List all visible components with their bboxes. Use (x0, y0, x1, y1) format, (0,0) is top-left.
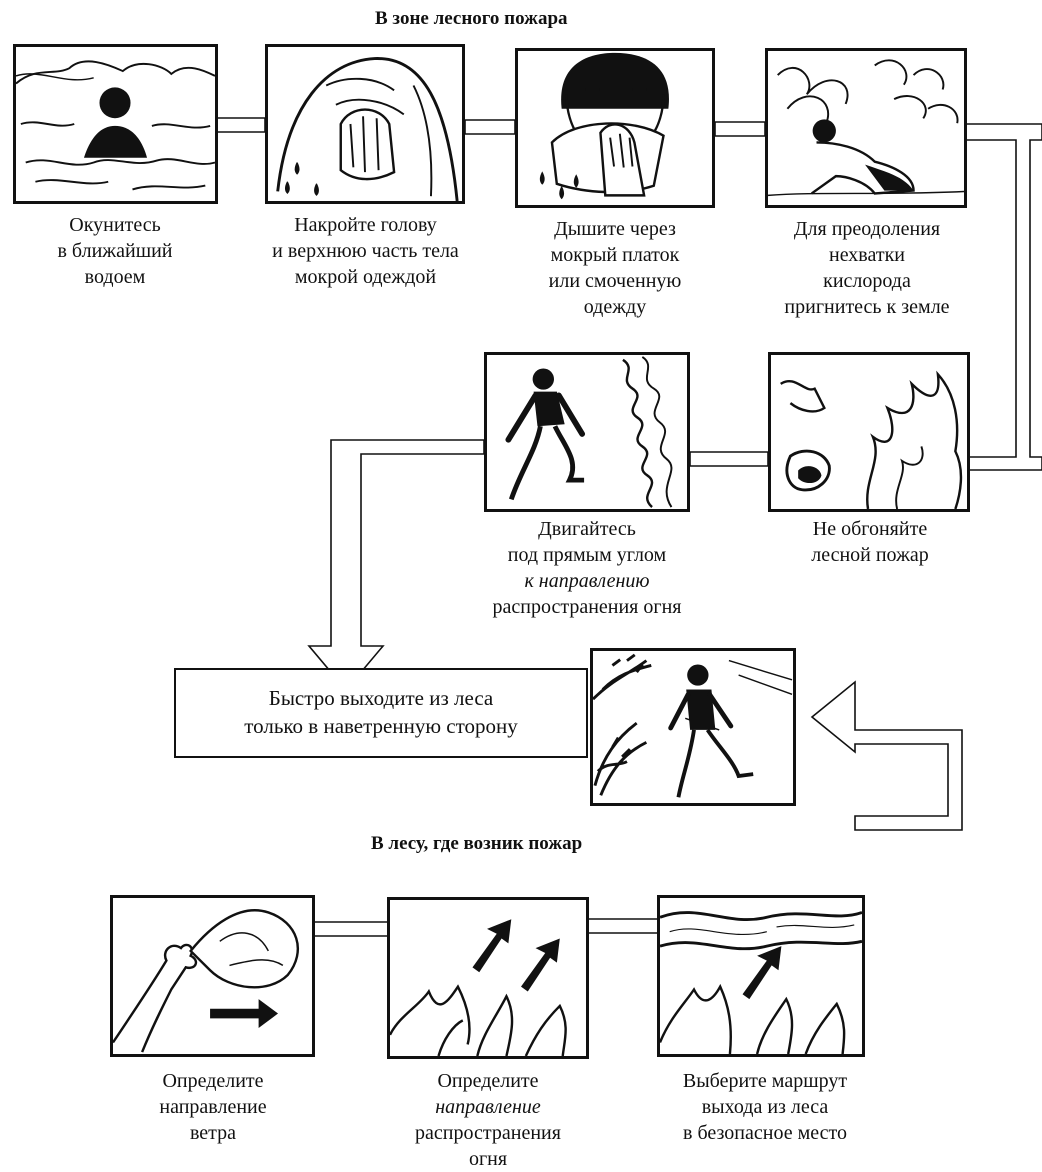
fire-direction-icon (387, 897, 589, 1059)
wind-direction-icon (110, 895, 315, 1057)
run-perpendicular-icon (484, 352, 690, 512)
heading-forest-fire-zone: В зоне лесного пожара (375, 8, 568, 29)
escape-route-icon (657, 895, 865, 1057)
crouch-to-ground-icon (765, 48, 967, 208)
heading-fire-in-forest: В лесу, где возник пожар (371, 833, 583, 854)
breathe-through-cloth-icon (515, 48, 715, 208)
dont-outrun-fire-icon (768, 352, 970, 512)
run-windward-icon (590, 648, 796, 806)
person-in-water-icon (13, 44, 218, 204)
cover-head-wet-cloth-icon (265, 44, 465, 204)
